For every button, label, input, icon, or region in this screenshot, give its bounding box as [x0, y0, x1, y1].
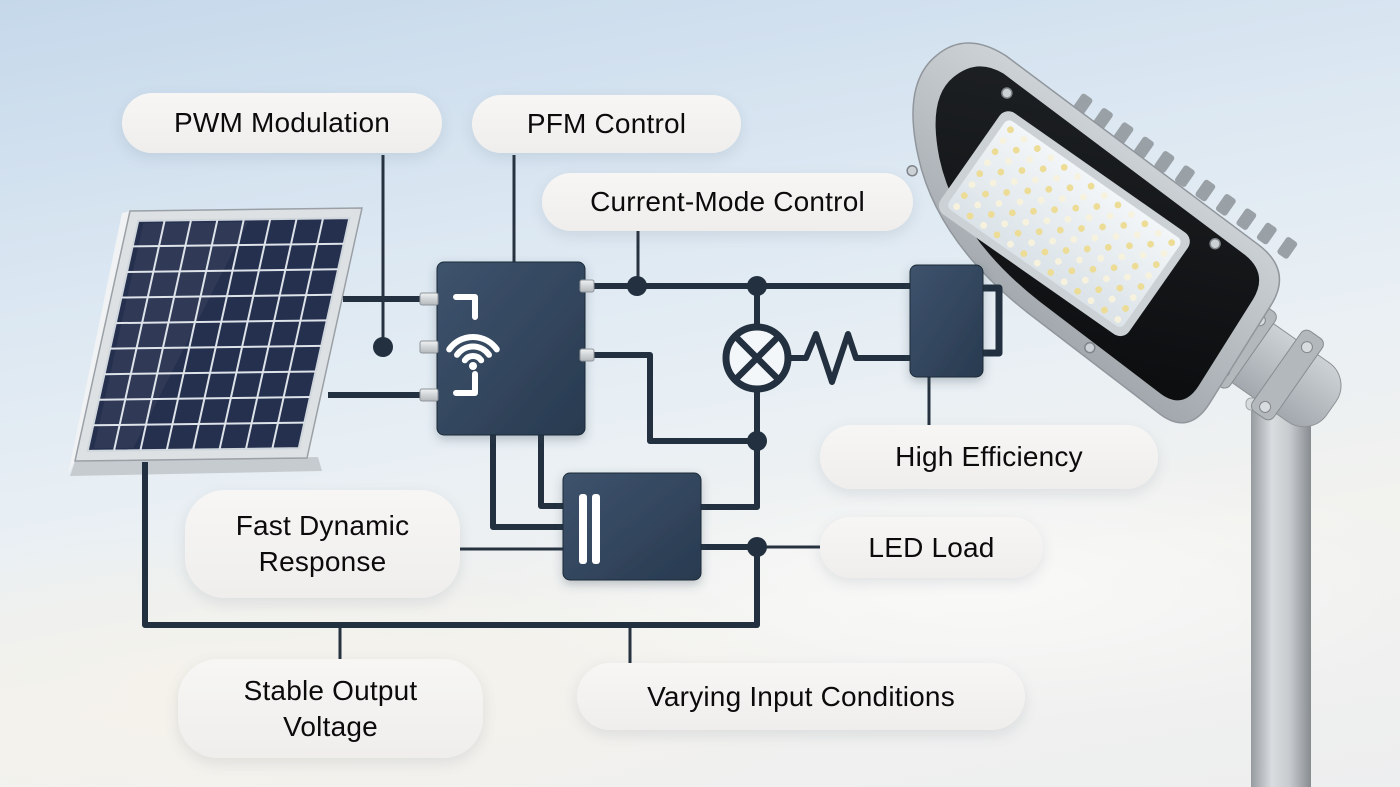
- controller-converter-wire-a: [490, 435, 563, 530]
- label-high-efficiency: High Efficiency: [820, 425, 1158, 489]
- street-light: [906, 42, 1342, 787]
- led-array: [953, 126, 1176, 323]
- light-pole: [1251, 404, 1311, 787]
- return-bus-wire: [142, 462, 760, 628]
- controller-to-junction-wire: [585, 352, 757, 444]
- label-pwm-modulation: PWM Modulation: [122, 93, 442, 153]
- lamp-to-converter-wire: [701, 389, 760, 510]
- controller-converter-wire-b: [538, 435, 563, 509]
- capacitor-bars-icon: [579, 494, 600, 564]
- lamp-symbol: [722, 323, 792, 393]
- controller-pins: [419, 279, 595, 402]
- solar-cell-grid: [88, 218, 350, 451]
- label-stable-output-voltage: Stable Output Voltage: [178, 659, 483, 758]
- label-current-mode-control: Current-Mode Control: [542, 173, 913, 231]
- wifi-signal-icon: [446, 294, 500, 396]
- label-led-load: LED Load: [820, 517, 1043, 578]
- label-pfm-control: PFM Control: [472, 95, 741, 153]
- junction-dots: [373, 276, 767, 557]
- lamp-head: [906, 42, 1298, 424]
- label-varying-input-conditions: Varying Input Conditions: [577, 663, 1025, 730]
- zigzag-resistor-icon: [790, 331, 910, 385]
- label-fast-dynamic-response: Fast Dynamic Response: [185, 490, 460, 598]
- solar-panel: [68, 208, 362, 476]
- led-board: [948, 120, 1181, 327]
- output-bracket: [983, 284, 1003, 357]
- output-node: [909, 264, 984, 378]
- label-connectors: [338, 155, 931, 663]
